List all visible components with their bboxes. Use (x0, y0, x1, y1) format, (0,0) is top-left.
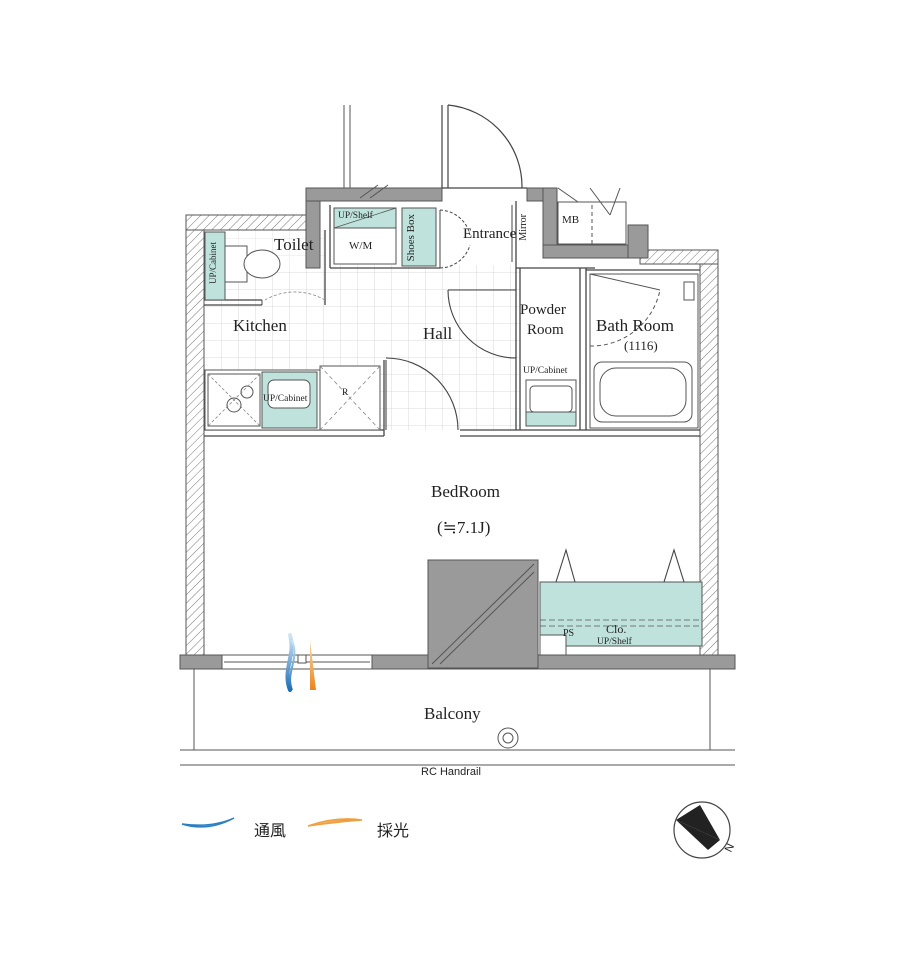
kitchen-cabinet-label: UP/Cabinet (263, 394, 308, 404)
bath-size-label: (1116) (624, 338, 658, 353)
toilet-cabinet-label: UP/Cabinet (208, 242, 218, 284)
refrigerator-label: R (342, 388, 349, 398)
bath-fixtures (589, 273, 699, 429)
daylight-legend-label: 採光 (377, 821, 410, 840)
hall-label: Hall (423, 324, 453, 343)
top-window (343, 105, 389, 199)
shoes-box-label: Shoes Box (405, 214, 417, 262)
entrance-door (441, 104, 527, 189)
powder-basin (525, 379, 577, 427)
kitchen-label: Kitchen (233, 316, 287, 335)
daylight-legend-swatch (307, 818, 363, 827)
hall-doors (385, 289, 517, 431)
laundry-fixtures (333, 207, 437, 267)
entrance-inner-door (439, 205, 513, 269)
closet (539, 548, 703, 656)
bedroom-size-label: (≒7.1J) (437, 518, 491, 537)
toilet-fixtures (204, 231, 326, 305)
bedroom-label: BedRoom (431, 482, 500, 501)
structural-pillar (427, 559, 539, 669)
toilet-label: Toilet (274, 235, 314, 254)
powder-room-label-line2: Room (527, 322, 564, 338)
mb-label: MB (562, 214, 580, 226)
ventilation-legend-label: 通風 (254, 821, 287, 840)
ventilation-legend-swatch (181, 817, 235, 828)
powder-cabinet-label: UP/Cabinet (523, 366, 568, 376)
balcony-label: Balcony (424, 704, 481, 723)
powder-room-label-line1: Powder (520, 302, 566, 318)
mb-box (557, 187, 627, 245)
window-flow-arrows (285, 633, 316, 692)
rc-handrail-label: RC Handrail (421, 766, 481, 778)
bath-room-label: Bath Room (596, 316, 674, 335)
ps-label: PS (563, 628, 575, 639)
legend-swooshes (181, 817, 363, 828)
entrance-label: Entrance (463, 226, 517, 242)
closet-shelf-label: UP/Shelf (597, 637, 632, 647)
mirror-label: Mirror (518, 214, 529, 241)
kitchen-counter (204, 365, 381, 431)
closet-label: Clo. (606, 622, 627, 636)
up-shelf-label: UP/Shelf (338, 211, 373, 221)
exterior-walls (185, 187, 719, 656)
wm-label: W/M (349, 240, 373, 252)
compass-icon (673, 801, 731, 859)
laundry-floor-tiles (330, 265, 520, 305)
